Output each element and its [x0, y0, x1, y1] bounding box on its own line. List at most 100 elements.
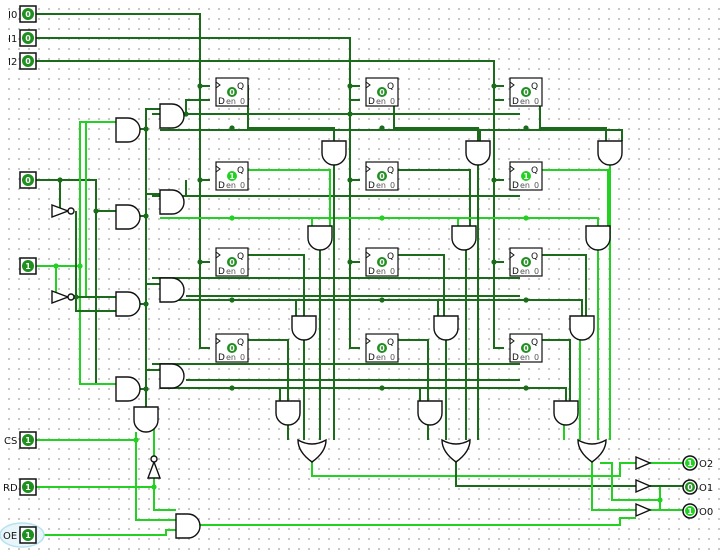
pin-label: OE: [3, 531, 17, 542]
ff-zero-label: 0: [390, 181, 395, 190]
ff-zero-label: 0: [240, 97, 245, 106]
ff-en-label: en: [226, 267, 236, 276]
ff-zero-label: 0: [240, 267, 245, 276]
or-gates: [297, 438, 607, 463]
pin-label: RD: [3, 483, 18, 494]
ff-q-label: Q: [387, 82, 394, 92]
ff-d-label: D: [512, 97, 519, 107]
pin-label: CS: [4, 436, 17, 447]
pin-value: 0: [25, 176, 31, 185]
pin-value: 1: [25, 436, 31, 445]
ff-en-label: en: [520, 181, 530, 190]
ff-zero-label: 0: [390, 353, 395, 362]
ff-en-label: en: [376, 353, 386, 362]
ff-r2-c0: 0 Q D en 0: [215, 247, 249, 277]
not-gate-rd: [146, 455, 162, 479]
output-pin-o2: 1 O2: [682, 455, 713, 471]
ff-en-label: en: [226, 97, 236, 106]
input-pin-i0[interactable]: I0 0: [8, 5, 37, 23]
ff-d-label: D: [218, 97, 225, 107]
pin-value: 1: [687, 507, 693, 516]
ff-q-label: Q: [531, 166, 538, 176]
ff-value: 0: [229, 88, 235, 97]
input-pin-i1[interactable]: I1 0: [8, 29, 37, 47]
ff-d-label: D: [368, 353, 375, 363]
ff-r1-c0: 1 Q D en 0: [215, 161, 249, 191]
pin-label: O2: [699, 459, 713, 470]
and-gate-decoder: [115, 117, 159, 433]
ff-en-label: en: [520, 353, 530, 362]
ff-d-label: D: [512, 181, 519, 191]
ff-value: 0: [229, 258, 235, 267]
ff-q-label: Q: [237, 252, 244, 262]
input-pin-i2[interactable]: I2 0: [8, 52, 37, 70]
ff-zero-label: 0: [534, 267, 539, 276]
ff-value: 0: [379, 88, 385, 97]
ff-q-label: Q: [387, 252, 394, 262]
pin-value: 0: [25, 34, 31, 43]
ff-q-label: Q: [387, 338, 394, 348]
ff-value: 1: [523, 172, 529, 181]
ff-r1-c2: 1 Q D en 0: [509, 161, 543, 191]
ff-value: 0: [379, 344, 385, 353]
ff-q-label: Q: [237, 338, 244, 348]
ff-zero-label: 0: [240, 353, 245, 362]
and-gate-output-enable: [175, 513, 201, 539]
pin-label: O1: [699, 483, 713, 494]
input-pin-oe[interactable]: OE 1: [0, 522, 45, 548]
ff-value: 0: [379, 172, 385, 181]
input-pin-cs[interactable]: CS 1: [4, 431, 37, 449]
ff-value: 1: [229, 172, 235, 181]
pin-value: 0: [687, 483, 693, 492]
ff-q-label: Q: [531, 338, 538, 348]
ff-r2-c1: 0 Q D en 0: [365, 247, 399, 277]
ff-zero-label: 0: [534, 97, 539, 106]
flip-flop-grid: 0 Q D en 0 0 Q D en 0 0 Q D en 0: [215, 77, 543, 363]
ff-en-label: en: [520, 267, 530, 276]
junction-dots: [53, 83, 663, 503]
not-gate-addr0: [51, 203, 75, 219]
ff-en-label: en: [376, 267, 386, 276]
ff-zero-label: 0: [534, 353, 539, 362]
ff-d-label: D: [218, 267, 225, 277]
ff-r1-c1: 0 Q D en 0: [365, 161, 399, 191]
pin-value: 1: [25, 483, 31, 492]
pin-value: 1: [687, 459, 693, 468]
ff-value: 0: [523, 344, 529, 353]
ff-d-label: D: [368, 181, 375, 191]
input-pin-addr0[interactable]: 0: [19, 171, 37, 189]
pin-label: I0: [8, 10, 17, 21]
input-pin-addr1[interactable]: 1: [19, 257, 37, 275]
not-gate-addr1: [51, 289, 75, 305]
tristate-buffers: [635, 455, 652, 518]
ff-en-label: en: [520, 97, 530, 106]
ff-r3-c0: 0 Q D en 0: [215, 333, 249, 363]
ff-r3-c2: 0 Q D en 0: [509, 333, 543, 363]
ff-r0-c0: 0 Q D en 0: [215, 77, 249, 107]
ff-r0-c2: 0 Q D en 0: [509, 77, 543, 107]
ff-value: 0: [523, 258, 529, 267]
ff-en-label: en: [226, 353, 236, 362]
ff-d-label: D: [368, 267, 375, 277]
ff-value: 0: [379, 258, 385, 267]
ff-en-label: en: [226, 181, 236, 190]
ff-d-label: D: [218, 353, 225, 363]
input-pin-rd[interactable]: RD 1: [3, 478, 37, 496]
ff-r0-c1: 0 Q D en 0: [365, 77, 399, 107]
ff-en-label: en: [376, 181, 386, 190]
ff-value: 0: [523, 88, 529, 97]
pin-value: 0: [25, 57, 31, 66]
pin-value: 1: [25, 531, 31, 540]
output-pin-o0: 1 O0: [682, 503, 713, 519]
ff-en-label: en: [376, 97, 386, 106]
ff-zero-label: 0: [390, 267, 395, 276]
pin-value: 0: [25, 10, 31, 19]
and-gate-read-taps: [275, 140, 623, 426]
pin-value: 1: [25, 262, 31, 271]
ff-q-label: Q: [531, 252, 538, 262]
ff-zero-label: 0: [240, 181, 245, 190]
ff-q-label: Q: [531, 82, 538, 92]
ff-d-label: D: [512, 353, 519, 363]
